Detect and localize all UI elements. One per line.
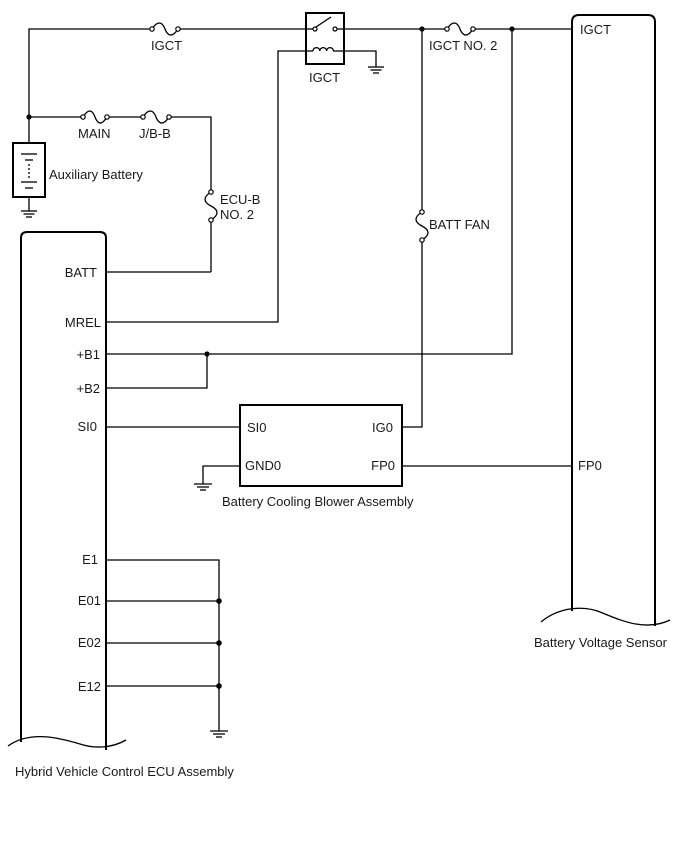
wire-relay-ground <box>344 50 384 74</box>
sensor-name: Battery Voltage Sensor <box>534 635 668 650</box>
ecu-pin-e12: E12 <box>78 679 101 694</box>
ecu-pin-batt: BATT <box>65 265 97 280</box>
wire-gnd0 <box>194 465 240 491</box>
jbb-fuse-label: J/B-B <box>139 126 171 141</box>
main-fuse-label: MAIN <box>78 126 111 141</box>
wire-ground-bus <box>106 559 228 738</box>
ecu-pin-mrel: MREL <box>65 315 101 330</box>
junction-dot <box>216 598 222 604</box>
igct-no2-label: IGCT NO. 2 <box>429 38 497 53</box>
blower-box <box>239 404 403 487</box>
sensor-pin-fp0: FP0 <box>578 458 602 473</box>
igct-fuse-label: IGCT <box>151 38 182 53</box>
igct-fuse <box>149 22 181 36</box>
ecu-pin-e1: E1 <box>82 552 98 567</box>
blower-pin-ig0: IG0 <box>372 420 393 435</box>
wire-mrel <box>106 50 306 323</box>
blower-pin-si0: SI0 <box>247 420 267 435</box>
ecu-b-no2-fuse <box>204 189 218 223</box>
ecu-pin-si0: SI0 <box>77 419 97 434</box>
igct-relay <box>305 12 345 65</box>
blower-pin-fp0: FP0 <box>371 458 395 473</box>
wire-top-bus <box>28 28 572 143</box>
junction-dot <box>216 683 222 689</box>
blower-name: Battery Cooling Blower Assembly <box>222 494 414 509</box>
sensor-pin-igct: IGCT <box>580 22 611 37</box>
ecu-pin-b1: +B1 <box>77 347 101 362</box>
ecu-pin-e02: E02 <box>78 635 101 650</box>
auxiliary-battery <box>12 142 46 218</box>
igct-no2-fuse <box>444 22 476 36</box>
ecu-body <box>7 231 127 750</box>
jbb-fuse <box>140 110 172 124</box>
batt-fan-label: BATT FAN <box>429 217 490 232</box>
wire-main-branch <box>29 116 212 273</box>
batt-fan-fuse <box>415 209 429 243</box>
wire-b1-b2 <box>106 29 513 389</box>
junction-dot <box>204 351 210 357</box>
blower-pin-gnd0: GND0 <box>245 458 281 473</box>
ecu-name: Hybrid Vehicle Control ECU Assembly <box>15 764 234 779</box>
main-fuse <box>80 110 110 124</box>
ecu-pin-e01: E01 <box>78 593 101 608</box>
wire-batt-fan <box>402 29 423 428</box>
ecu-b-label-1: ECU-B <box>220 192 260 207</box>
junction-dot <box>216 640 222 646</box>
sensor-body <box>540 14 671 626</box>
igct-relay-label: IGCT <box>309 70 340 85</box>
ecu-b-label-2: NO. 2 <box>220 207 254 222</box>
aux-battery-label: Auxiliary Battery <box>49 167 143 182</box>
ecu-pin-b2: +B2 <box>77 381 101 396</box>
